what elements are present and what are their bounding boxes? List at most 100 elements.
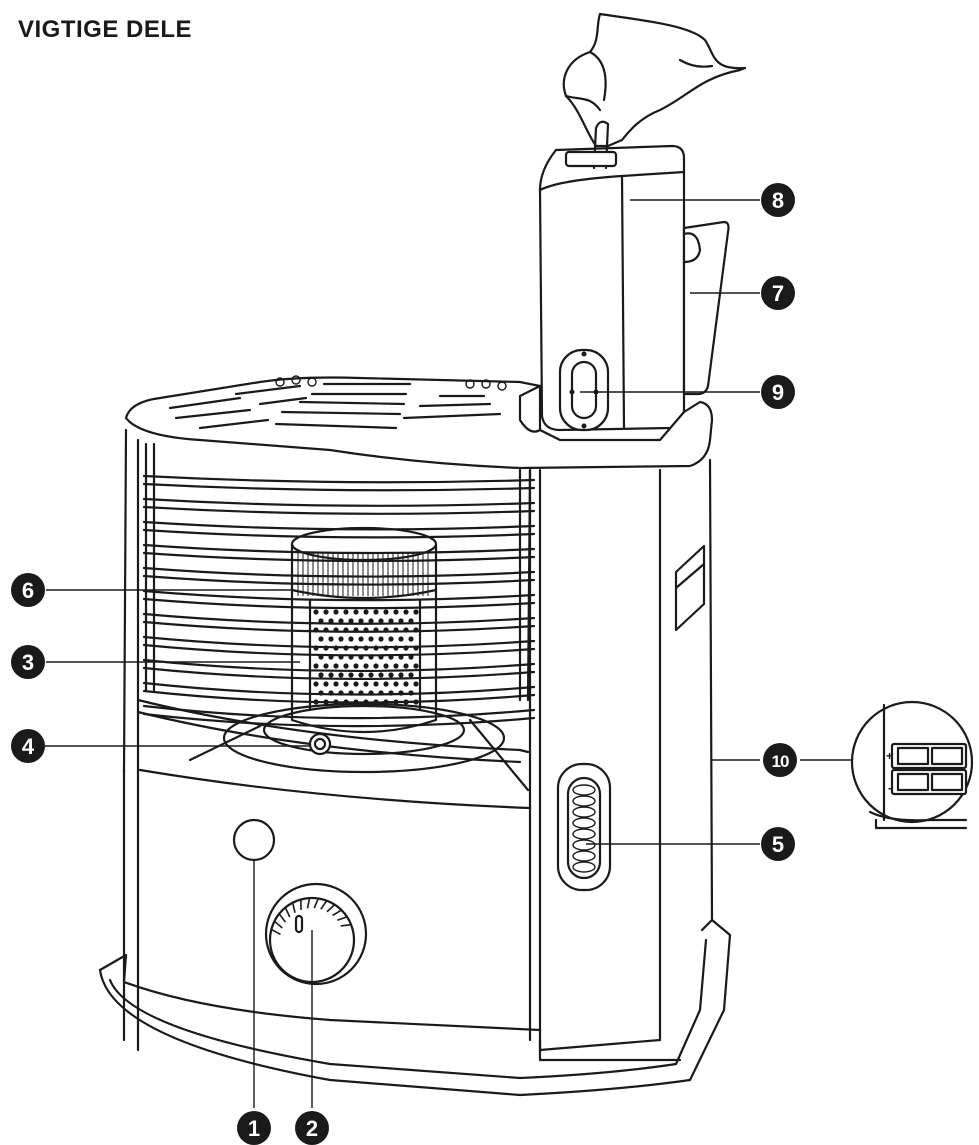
grille-bars-front (142, 474, 536, 728)
grille-bar-edge (142, 666, 536, 681)
chimney-mesh (297, 552, 429, 596)
callout-2-label: 2 (306, 1116, 318, 1141)
knob-ridge (273, 920, 283, 929)
knob-ridge (313, 898, 320, 909)
mesh-dot (348, 636, 354, 642)
grille-bar-edge (142, 528, 536, 539)
leader-lines (44, 199, 852, 1108)
grille-bar (142, 589, 536, 602)
mesh-dot (403, 609, 409, 615)
mesh-dot (378, 672, 384, 678)
mesh-dot (383, 681, 389, 687)
vent-coil (572, 828, 596, 840)
mesh-dot (328, 636, 334, 642)
mesh-dot (323, 609, 329, 615)
grille-bar-edge (142, 620, 536, 633)
vent-coil (572, 861, 596, 873)
knob-ridge (326, 904, 336, 913)
mesh-dot (413, 681, 419, 687)
grille-bar (142, 543, 536, 555)
mesh-dot (323, 663, 329, 669)
callout-6: 6 (11, 573, 45, 607)
knob-ridge (306, 897, 311, 909)
mesh-dot (343, 681, 349, 687)
vent-coil (572, 850, 596, 862)
mesh-dot (388, 636, 394, 642)
mesh-dot (388, 618, 394, 624)
callout-8-label: 8 (772, 188, 784, 213)
callout-3-label: 3 (22, 650, 34, 675)
callout-4-label: 4 (22, 734, 35, 759)
grille-bar-edge (142, 551, 536, 563)
indicator-lamp (232, 818, 276, 862)
callout-1-label: 1 (248, 1116, 260, 1141)
grille-bar (142, 474, 536, 484)
mesh-dot (363, 663, 369, 669)
mesh-dot (373, 609, 379, 615)
vent-coil (572, 817, 596, 829)
grille-bar (142, 566, 536, 578)
mesh-dot (378, 636, 384, 642)
mesh-dot (398, 636, 404, 642)
tank-lid (682, 220, 730, 396)
mesh-dot (348, 618, 354, 624)
mesh-dot (393, 681, 399, 687)
mesh-dot (348, 672, 354, 678)
callout-8: 8 (761, 183, 795, 217)
side-handle (674, 544, 706, 632)
battery-minus-sign: - (888, 781, 892, 795)
grille-bar-edge (142, 597, 536, 610)
callout-7: 7 (761, 276, 795, 310)
mesh-dot (318, 636, 324, 642)
mesh-dot (343, 609, 349, 615)
vent-coil (572, 795, 596, 807)
mesh-dot (393, 609, 399, 615)
mesh-dot (388, 672, 394, 678)
mesh-dot (368, 672, 374, 678)
grille-bar-edge (142, 505, 536, 515)
mesh-dot (333, 663, 339, 669)
callout-10: 10 (763, 743, 797, 777)
mesh-dot (358, 618, 364, 624)
mesh-dot (353, 609, 359, 615)
control-knob (264, 882, 368, 986)
mesh-dot (378, 618, 384, 624)
mesh-dot (313, 663, 319, 669)
knob-ridge (336, 916, 348, 922)
knob-ridge (332, 909, 342, 917)
mesh-dot (353, 681, 359, 687)
callout-5: 5 (761, 827, 795, 861)
battery-plus-sign: + (886, 749, 893, 763)
grille-bar (142, 658, 536, 673)
callout-5-label: 5 (772, 832, 784, 857)
heater-top (124, 375, 714, 470)
mesh-dot (333, 609, 339, 615)
knob-ridge (340, 923, 352, 927)
battery-inset: + - (850, 700, 974, 830)
grille-bar (142, 635, 536, 649)
mesh-dot (328, 672, 334, 678)
vent-coil (572, 784, 596, 796)
hand-illustration (562, 12, 747, 148)
mesh-dot (413, 609, 419, 615)
grille-bar-edge (142, 482, 536, 492)
mesh-dot (373, 663, 379, 669)
mesh-dot (338, 672, 344, 678)
mesh-dot (398, 672, 404, 678)
knob-ridge (278, 913, 287, 923)
grille-bar (142, 497, 536, 507)
mesh-dot (383, 663, 389, 669)
callout-1: 1 (237, 1111, 271, 1145)
grille-bar (142, 612, 536, 625)
mesh-dot (413, 663, 419, 669)
mesh-dot (318, 672, 324, 678)
knob-ridge (291, 902, 296, 914)
mesh-dot (333, 681, 339, 687)
mesh-dot (313, 681, 319, 687)
mesh-dot (368, 618, 374, 624)
mesh-dot (328, 618, 334, 624)
mesh-dot (408, 672, 414, 678)
callout-9: 9 (761, 375, 795, 409)
callout-10-label: 10 (772, 752, 789, 771)
vent-coil (572, 839, 596, 851)
